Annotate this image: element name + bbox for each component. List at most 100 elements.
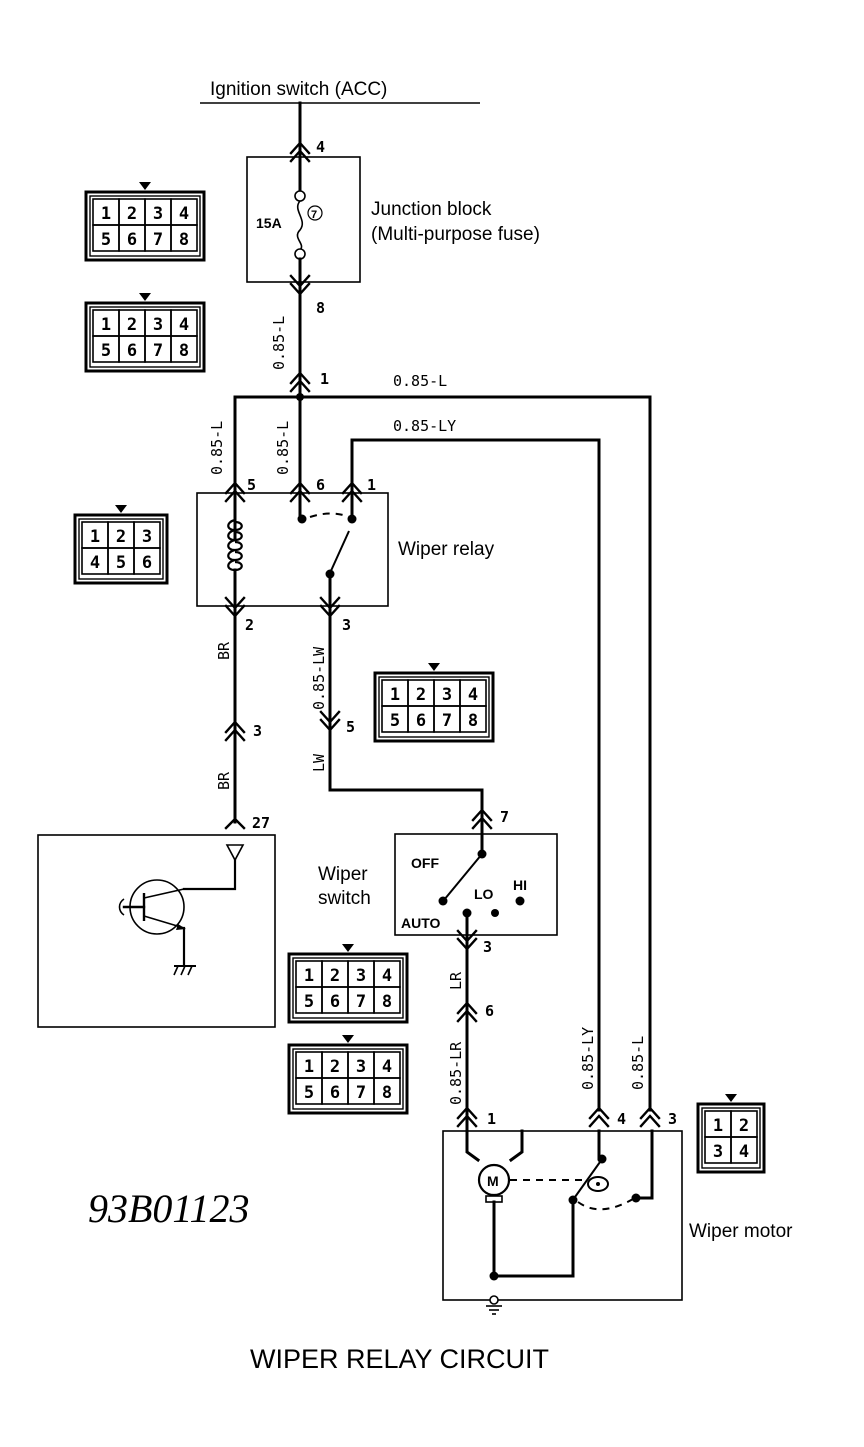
connector-pin-number: 4 [382, 966, 392, 986]
connector-pin-number: 3 [153, 315, 163, 335]
switch-auto-contact [438, 896, 448, 906]
motor-park-arm [574, 1161, 601, 1198]
connector-cavity [373, 1077, 401, 1105]
connector-pin-number: 5 [390, 711, 400, 731]
connector-pin-number: 4 [739, 1142, 749, 1162]
connector-pin-number: 5 [116, 553, 126, 573]
connector-pin-number: 2 [330, 1057, 340, 1077]
connector-pin-number: 3 [356, 1057, 366, 1077]
ignition-switch-label: Ignition switch (ACC) [210, 79, 387, 100]
wire-label-relay-out: 0.85-LW [310, 646, 328, 710]
wire-label-l-bus: 0.85-L [393, 372, 447, 390]
connector-key-marker-icon [725, 1094, 737, 1102]
switch-pin-7: 7 [500, 808, 509, 826]
relay-pin-5: 5 [247, 476, 256, 494]
motor-park-contact-ly [597, 1154, 607, 1164]
connector-pin-number: 6 [127, 230, 137, 250]
figure-code: 93B01123 [88, 1186, 249, 1231]
connector-pin-number: 7 [153, 341, 163, 361]
connector-pin-number: 1 [713, 1116, 723, 1136]
transistor-collector [143, 888, 185, 899]
connector-pin-number: 8 [468, 711, 478, 731]
connector-pin-number: 4 [179, 204, 189, 224]
pin-label-splice-1: 1 [320, 370, 329, 388]
connector-pin-number: 4 [468, 685, 478, 705]
connector-pin-number: 2 [330, 966, 340, 986]
relay-coil-icon [227, 518, 243, 572]
switch-arm [443, 853, 483, 901]
connector-pin-number: 5 [304, 992, 314, 1012]
wire-l-bus [233, 395, 652, 1112]
pin-label-jb-4: 4 [316, 138, 325, 156]
connector-pin-number: 2 [127, 204, 137, 224]
transistor-emitter [143, 915, 185, 929]
etacs-unit-box [37, 834, 276, 1028]
relay-pin-3: 3 [342, 616, 351, 634]
motor-ground-terminal [489, 1295, 499, 1305]
connector-key-marker-icon [139, 182, 151, 190]
motor-park-dash [577, 1198, 634, 1211]
motor-icon [477, 1163, 511, 1197]
connector-inner-frame [78, 518, 164, 580]
wiper-motor-box [442, 1130, 683, 1301]
relay-pin-6: 6 [316, 476, 325, 494]
connector-pin-number: 3 [153, 204, 163, 224]
switch-pos-off: OFF [411, 855, 439, 871]
connector-pin-number: 4 [382, 1057, 392, 1077]
wire-label-lr-upper: LR [447, 971, 465, 990]
switch-pos-lo: LO [474, 886, 494, 902]
pin-label-lw-joint: 5 [346, 718, 355, 736]
connector-pin-number: 6 [416, 711, 426, 731]
connector-inner-frame [89, 195, 201, 257]
connector-inner-frame [292, 1048, 404, 1110]
wiper-motor-label: Wiper motor [689, 1221, 793, 1242]
relay-pin-2: 2 [245, 616, 254, 634]
connector-pin-number: 7 [442, 711, 452, 731]
connector-inner-frame [378, 676, 490, 738]
connector-cavity [730, 1136, 758, 1164]
connector-inner-frame [701, 1107, 761, 1169]
fuse-element-icon [296, 200, 304, 251]
connector-cavity [170, 335, 198, 363]
motor-l-wire [634, 1129, 654, 1200]
motor-brush-lo-wire [465, 1129, 481, 1163]
relay-contact-6 [297, 514, 307, 524]
connector-pin-number: 3 [442, 685, 452, 705]
motor-pin-3: 3 [668, 1110, 677, 1128]
connector-pin-number: 5 [304, 1083, 314, 1103]
wire-label-fuse-out: 0.85-L [270, 316, 288, 370]
junction-block-label-2: (Multi-purpose fuse) [371, 224, 540, 245]
connector-pin-number: 2 [116, 527, 126, 547]
relay-pin-1: 1 [367, 476, 376, 494]
wire-label-br-lower: BR [215, 771, 233, 790]
motor-cam-center [596, 1182, 600, 1186]
wire-ly [350, 438, 601, 1112]
connector-pin-number: 1 [390, 685, 400, 705]
wiper-relay-box [196, 492, 389, 607]
junction-block-label-1: Junction block [371, 199, 492, 220]
etacs-pin-27-symbol [224, 817, 246, 830]
connector-pin-number: 4 [179, 315, 189, 335]
connector-pin-number: 3 [356, 966, 366, 986]
wire-label-common-feed: 0.85-L [274, 421, 292, 475]
connector-inner-frame [292, 957, 404, 1019]
connector-pin-number: 8 [179, 341, 189, 361]
connector-housing [73, 513, 169, 585]
wire-label-coil-feed: 0.85-L [208, 421, 226, 475]
connector-key-marker-icon [139, 293, 151, 301]
connector-pin-number: 7 [356, 1083, 366, 1103]
pin-label-lr-joint: 6 [485, 1002, 494, 1020]
transistor-collector-wire [182, 858, 237, 891]
connector-key-marker-icon [342, 944, 354, 952]
relay-contact-1 [347, 514, 357, 524]
motor-brush-hi-wire [508, 1129, 524, 1163]
motor-ground-icon [486, 1305, 502, 1315]
connector-pin-number: 8 [179, 230, 189, 250]
wiper-relay-label: Wiper relay [398, 539, 495, 560]
